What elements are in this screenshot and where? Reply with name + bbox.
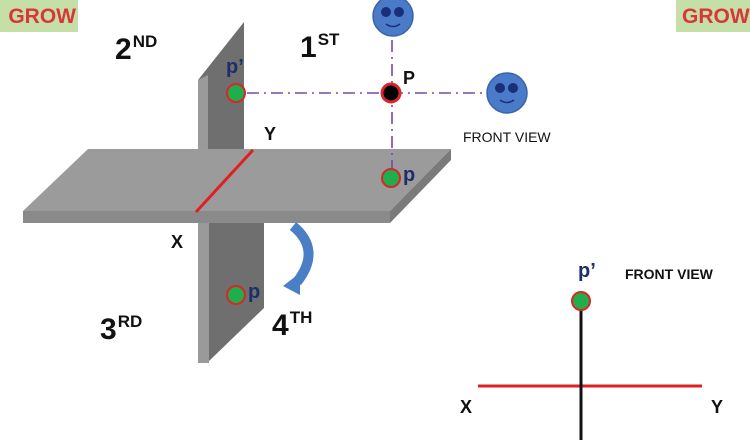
label-point-P: P <box>403 68 416 88</box>
horizontal-plane-front-edge <box>23 211 390 223</box>
grow-banner-right: GROW <box>676 0 750 32</box>
quadrant-number: 4 <box>272 309 289 342</box>
quadrant-suffix: TH <box>289 308 313 327</box>
quadrant-suffix: RD <box>117 312 143 331</box>
quadrant-suffix: ND <box>132 32 158 51</box>
quadrant-first-label: 1ST <box>300 30 339 65</box>
vertical-plane-lower-edge <box>198 223 209 363</box>
point-p-top-projection <box>381 168 401 188</box>
horizontal-plane <box>23 149 451 211</box>
label-x-3d: X <box>171 232 184 252</box>
quadrant-number: 3 <box>100 313 117 346</box>
rotation-arrow-icon <box>283 222 314 295</box>
point-P <box>380 82 402 104</box>
label-y-2d: Y <box>711 397 724 417</box>
eye-front-icon <box>486 72 528 114</box>
quadrant-number: 2 <box>115 33 132 66</box>
quadrant-suffix: ST <box>317 30 340 49</box>
label-front-projection: p’ <box>226 56 244 78</box>
label-top-projection: p <box>403 164 416 186</box>
quadrant-fourth-label: 4TH <box>272 308 312 343</box>
point-p-front-view <box>571 291 591 311</box>
label-fourth-projection: p <box>248 281 261 303</box>
quadrant-number: 1 <box>300 31 317 64</box>
point-p-front-projection <box>226 83 246 103</box>
quadrant-second-label: 2ND <box>115 32 157 67</box>
point-p-fourth <box>226 285 246 305</box>
grow-banner-left: GROW <box>0 0 78 32</box>
xy-line-3d <box>194 148 255 214</box>
label-front-view-eye: FRONT VIEW <box>463 129 551 145</box>
front-view-title: FRONT VIEW <box>625 266 713 282</box>
horizontal-plane-side-edge <box>390 149 451 223</box>
label-y-3d: Y <box>264 124 277 144</box>
eye-top-icon <box>372 0 414 37</box>
quadrant-third-label: 3RD <box>100 312 142 347</box>
label-x-2d: X <box>460 397 473 417</box>
label-front-view-point: p’ <box>578 260 596 282</box>
